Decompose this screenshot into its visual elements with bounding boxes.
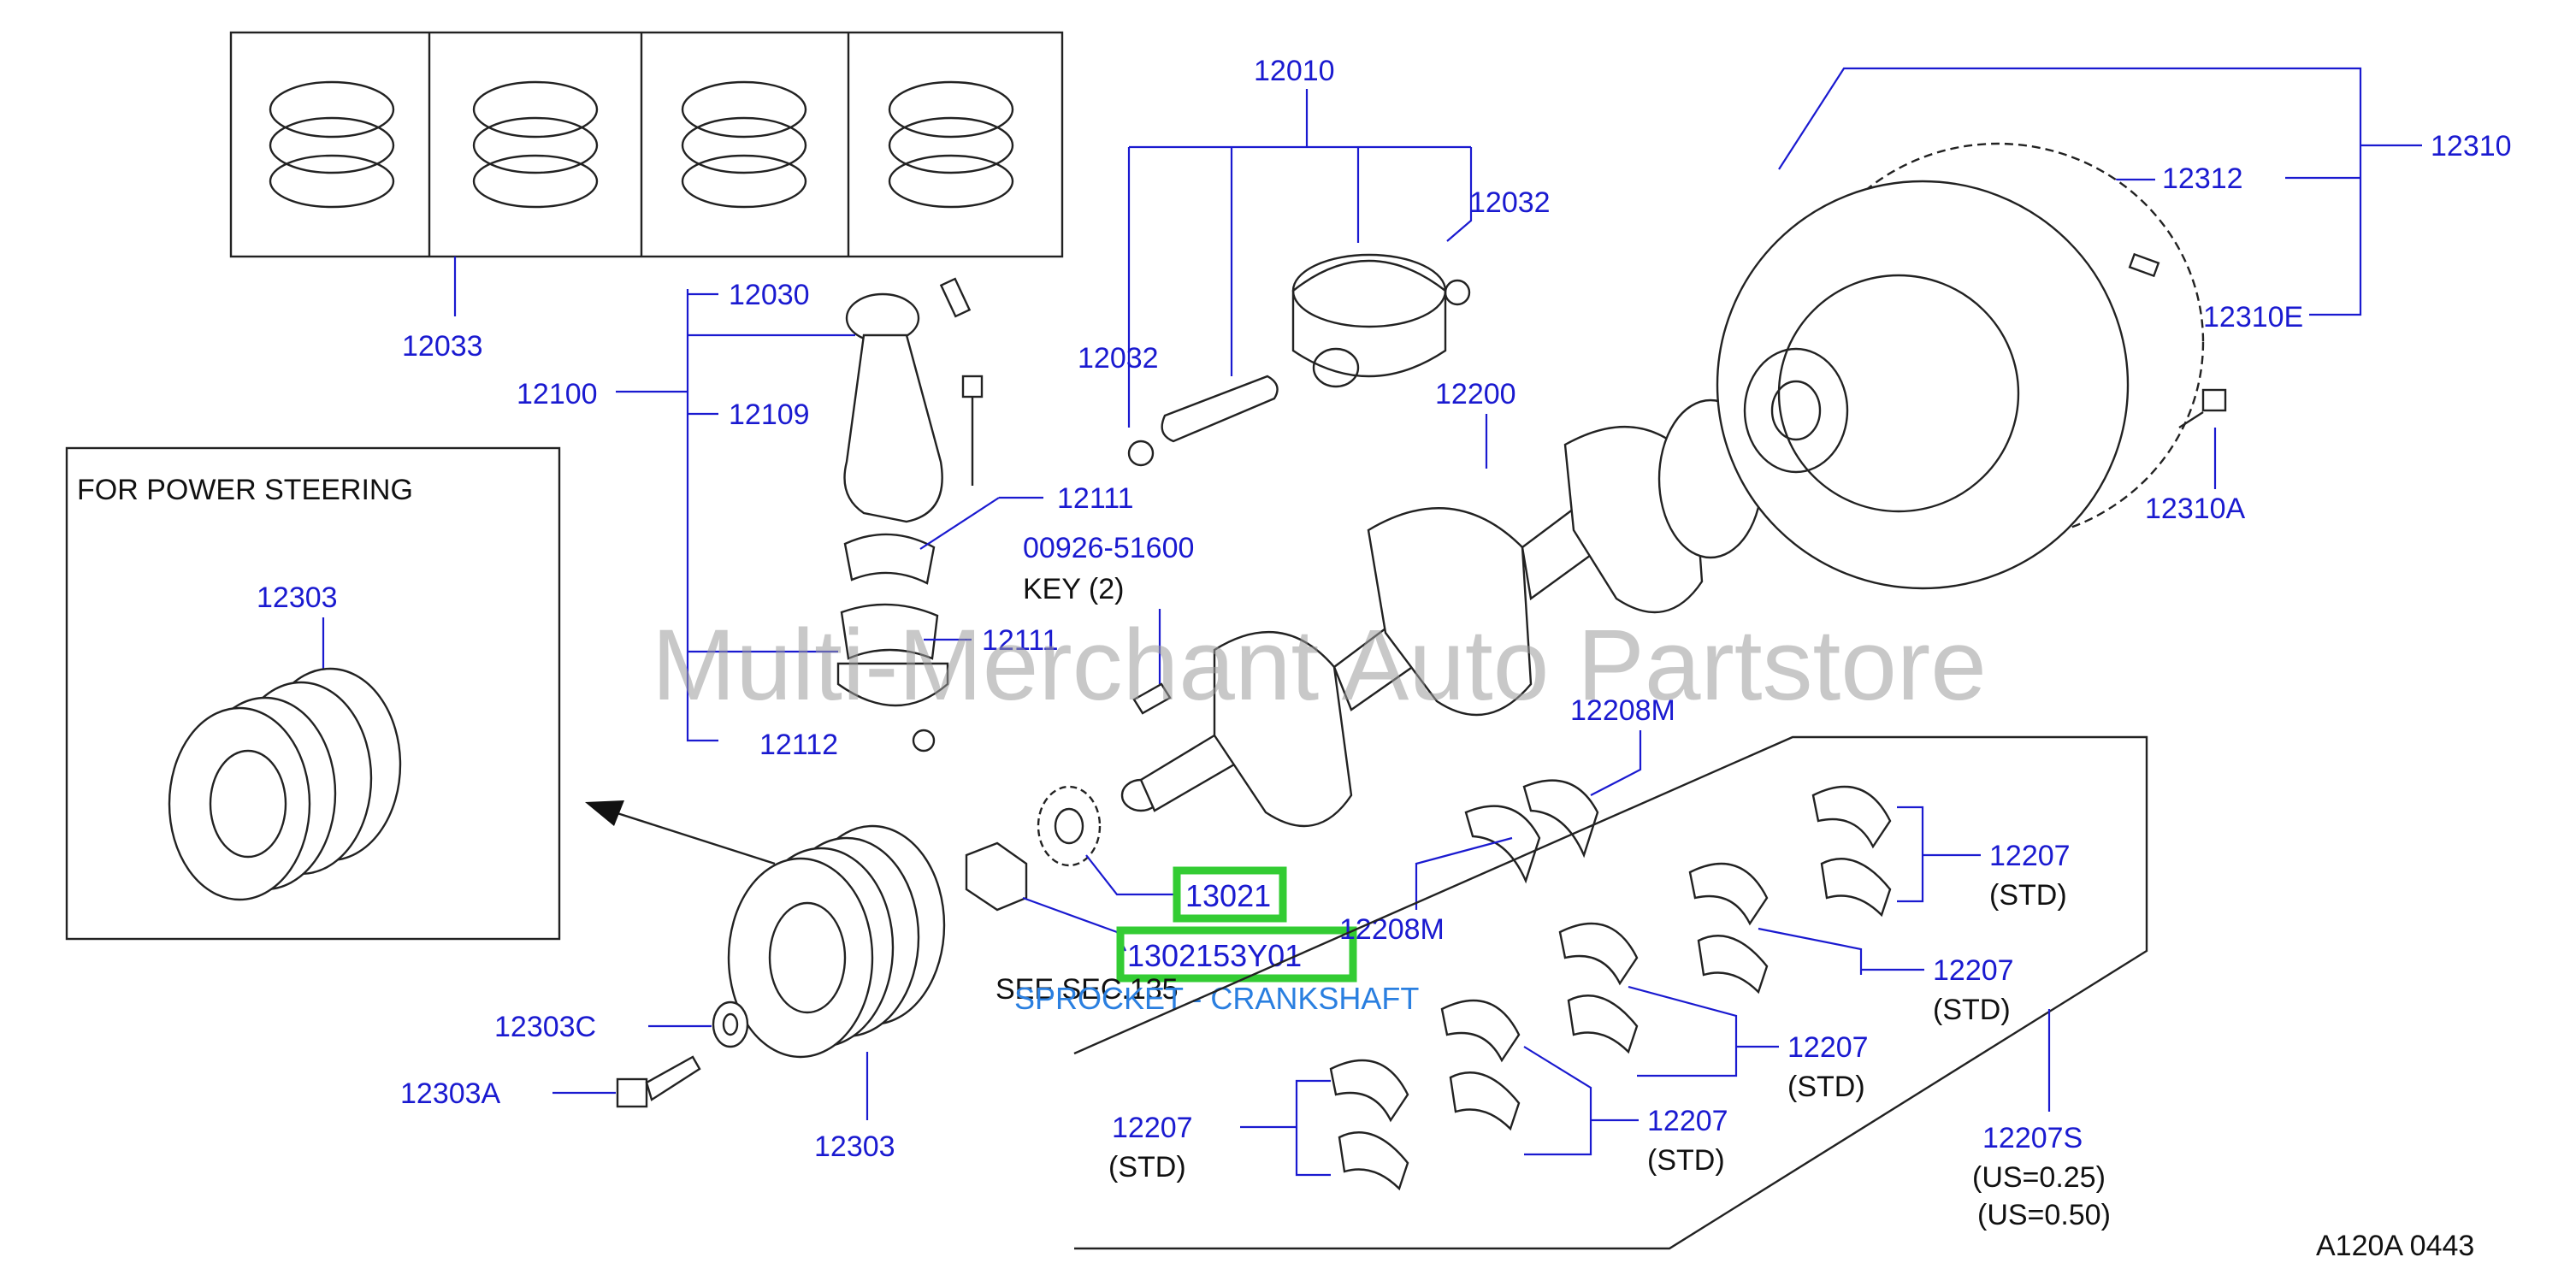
flywheel-bolt-icon	[2178, 388, 2227, 429]
label-see-sec-135: SEE SEC.135	[996, 973, 1179, 1006]
label-12109: 12109	[729, 398, 810, 431]
crankshaft: 12200	[1120, 378, 1789, 828]
sprocket-icon	[1037, 785, 1102, 867]
label-12010: 12010	[1254, 55, 1335, 87]
label-12111-upper: 12111	[1057, 482, 1134, 515]
rod-bolt-icon	[961, 375, 984, 486]
label-12312: 12312	[2162, 162, 2243, 195]
flywheel-assembly: 12310 12312 12310E 12310A	[1716, 67, 2512, 590]
rod-bearing-icon	[840, 533, 939, 660]
rod-nut-icon	[912, 729, 936, 753]
label-12207-c: 12207	[1787, 1031, 1869, 1064]
piston-assembly: 12010 12032 12032	[1078, 55, 1551, 467]
pulley-icon	[727, 824, 946, 1059]
highlight-13021	[1173, 866, 1287, 923]
piston-pin-icon	[1161, 375, 1279, 443]
crank-sprocket-area: 13021 1302153Y01 SEE SEC.135 SPROCKET - …	[965, 785, 1419, 1016]
connecting-rod-assembly: 12030 12100 12109 12112 12111 12111	[517, 277, 1134, 761]
dowel-pin-icon	[2128, 252, 2160, 278]
label-12303: 12303	[814, 1130, 895, 1163]
flywheel-icon	[1716, 142, 2205, 590]
label-key-qty: KEY (2)	[1023, 573, 1124, 605]
label-12303-inset: 12303	[257, 581, 338, 614]
label-12032-left: 12032	[1078, 342, 1159, 375]
bearing-pair-4-icon	[1440, 999, 1521, 1131]
bearing-pair-3-icon	[1558, 922, 1639, 1054]
label-12310E: 12310E	[2203, 301, 2303, 333]
key-icon	[1132, 682, 1172, 715]
label-00926-51600: 00926-51600	[1023, 532, 1194, 564]
label-12032-right: 12032	[1469, 186, 1551, 219]
bearing-pair-1-icon	[1811, 785, 1892, 918]
label-sprocket-crankshaft[interactable]: SPROCKET - CRANKSHAFT	[1014, 981, 1419, 1016]
ring-set-2-icon	[472, 80, 599, 209]
label-std-e: (STD)	[1108, 1151, 1186, 1183]
label-12030: 12030	[729, 279, 810, 311]
ring-set-1-icon	[269, 80, 395, 209]
piston-ring-set-box: 12033	[229, 31, 1064, 363]
label-12207-e: 12207	[1112, 1112, 1193, 1144]
label-13021[interactable]: 13021	[1185, 878, 1271, 913]
ring-set-3-icon	[681, 80, 807, 209]
label-12207-a: 12207	[1989, 840, 2071, 872]
ring-set-4-icon	[888, 80, 1014, 209]
highlight-1302153Y01	[1116, 926, 1357, 983]
label-12111-lower: 12111	[982, 624, 1059, 657]
label-us-025: (US=0.25)	[1972, 1161, 2106, 1194]
pulley-inset-icon	[168, 667, 402, 901]
bearing-pair-5-icon	[1329, 1059, 1409, 1191]
label-12207-d: 12207	[1647, 1105, 1728, 1137]
diagram-reference-code: A120A 0443	[2316, 1230, 2474, 1262]
woodruff-key: 00926-51600 KEY (2)	[1023, 532, 1194, 715]
label-12303A: 12303A	[400, 1077, 501, 1110]
label-std-a: (STD)	[1989, 879, 2067, 912]
thrust-washer-upper-icon	[1522, 779, 1599, 859]
label-12303C: 12303C	[494, 1011, 596, 1043]
label-std-d: (STD)	[1647, 1144, 1725, 1177]
watermark-text: Multi-Merchant Auto Partstore	[652, 609, 1987, 722]
label-std-b: (STD)	[1933, 994, 2011, 1026]
label-12310: 12310	[2431, 130, 2512, 162]
label-12208M-upper: 12208M	[1570, 694, 1675, 727]
snap-ring-icon	[1127, 279, 1471, 467]
piston-icon	[1291, 253, 1447, 388]
label-12033: 12033	[402, 330, 483, 363]
label-12200: 12200	[1435, 378, 1516, 410]
label-12207-b: 12207	[1933, 954, 2014, 987]
label-power-steering: FOR POWER STEERING	[77, 474, 413, 506]
label-us-050: (US=0.50)	[1977, 1199, 2111, 1231]
label-1302153Y01[interactable]: 1302153Y01	[1127, 938, 1302, 973]
label-12310A: 12310A	[2145, 493, 2246, 525]
thrust-bearings: 12208M 12208M	[1339, 694, 1675, 946]
label-12100: 12100	[517, 378, 598, 410]
label-12207S: 12207S	[1982, 1122, 2083, 1154]
label-12112: 12112	[759, 729, 838, 761]
bearing-pair-2-icon	[1688, 862, 1769, 995]
label-std-c: (STD)	[1787, 1071, 1865, 1103]
power-steering-inset: FOR POWER STEERING 12303	[65, 446, 561, 941]
thrust-washer-lower-icon	[1464, 805, 1541, 884]
rod-cap-icon	[836, 662, 949, 707]
crank-pulley: 12303 12303C 12303A	[400, 824, 946, 1163]
spacer-icon	[965, 841, 1028, 912]
main-bearing-set-box: 12207 (STD) 12207 (STD) 12207 (STD) 1220…	[1073, 735, 2148, 1250]
pulley-bolt-icon	[616, 1055, 701, 1108]
pulley-washer-icon	[712, 1000, 749, 1048]
arrow-to-inset	[585, 800, 776, 865]
connecting-rod-icon	[843, 277, 972, 523]
